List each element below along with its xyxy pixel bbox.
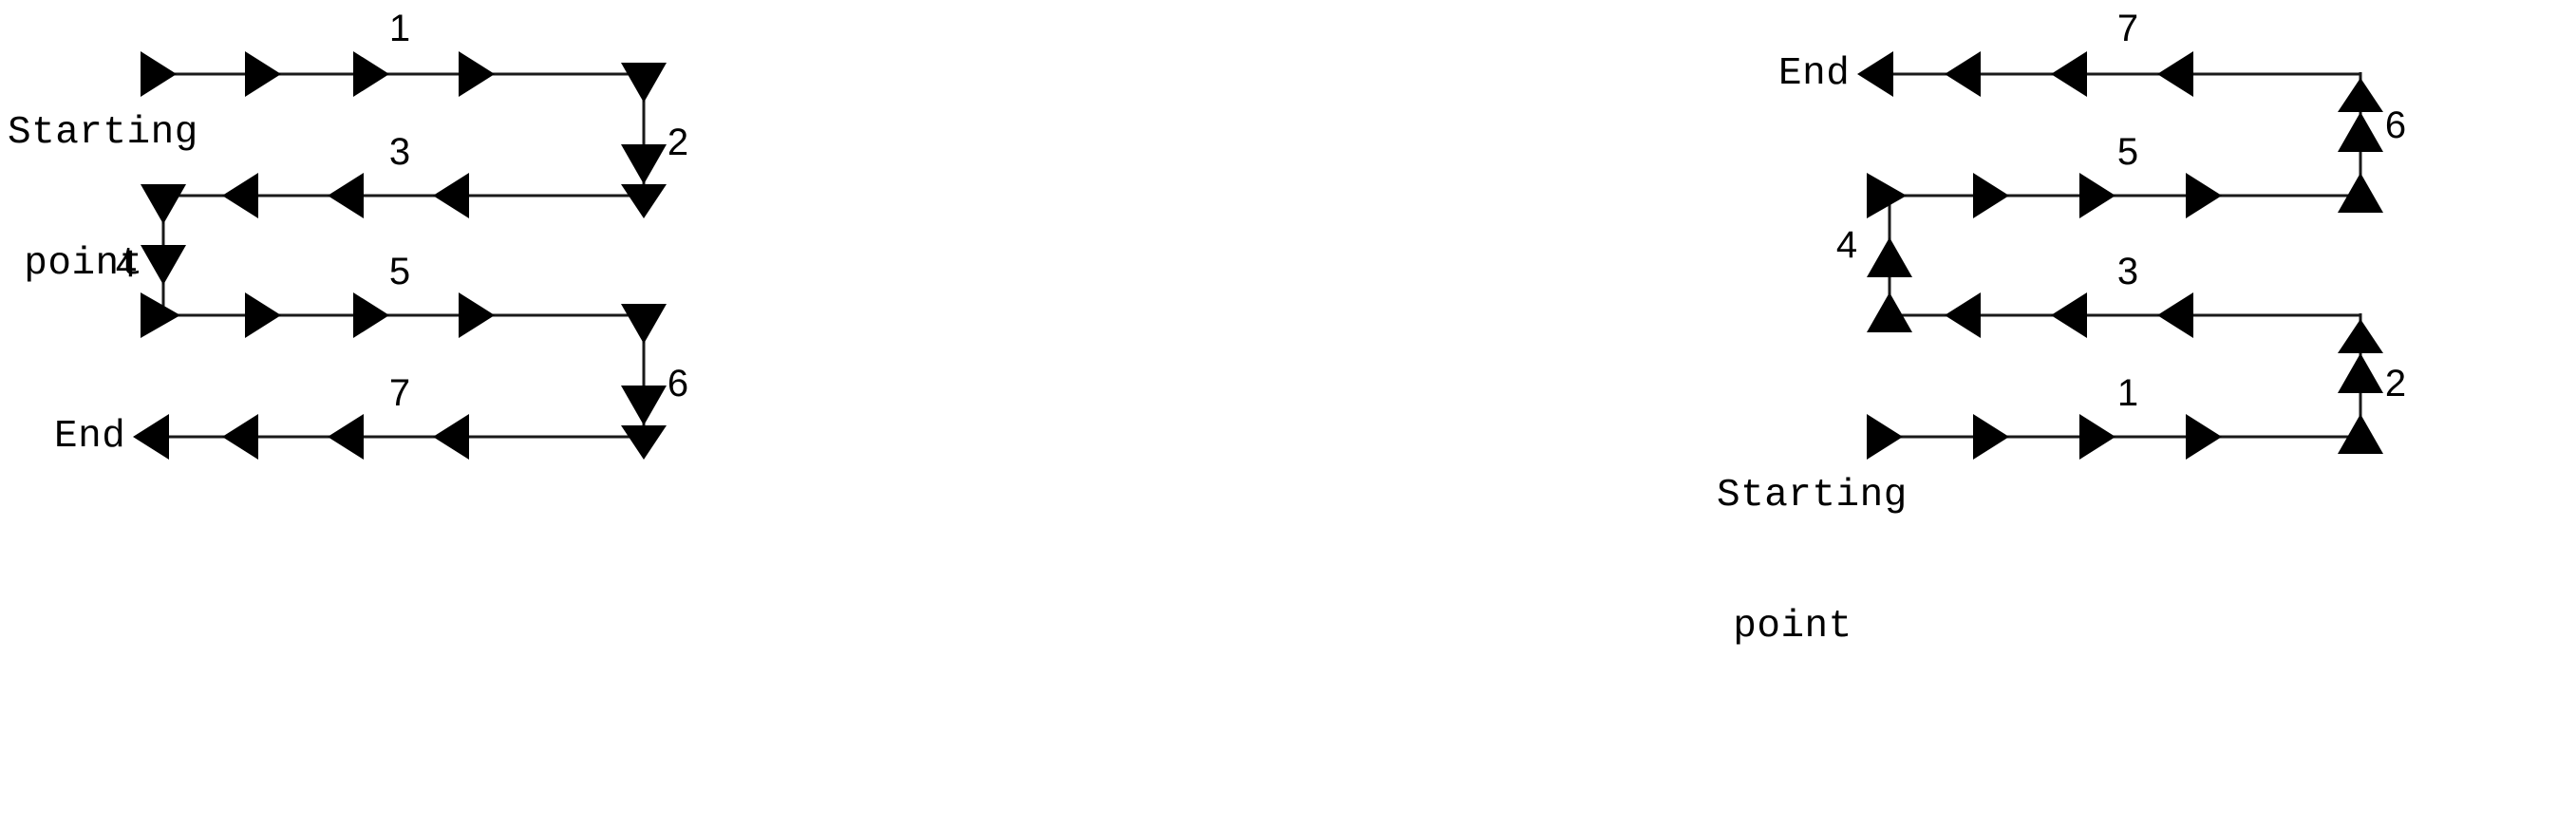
left-segment-4-number: 4 [115, 243, 138, 285]
r-arrowhead-left-s7-b [2051, 51, 2087, 97]
left-segment-5-number: 5 [388, 251, 411, 292]
arrowhead-right-s5-b [353, 292, 389, 338]
right-segment-1-number: 1 [2116, 372, 2139, 414]
arrowhead-right-s1-a [141, 51, 177, 97]
arrowhead-right-s5-corner [141, 292, 180, 338]
r-arrowhead-left-s7-c [1945, 51, 1981, 97]
right-diagram-svg [1857, 51, 2383, 460]
right-segment-4-number: 4 [1835, 224, 1858, 266]
left-starting-point-line2: point [24, 241, 143, 286]
left-segment-7-number: 7 [388, 372, 411, 414]
arrowhead-right-s1-b [245, 51, 281, 97]
right-starting-point-label: Starting point [1717, 387, 1908, 736]
left-segment-3-number: 3 [388, 131, 411, 173]
left-diagram-panel: Starting point End 1 2 3 4 5 6 7 [8, 8, 689, 460]
r-arrowhead-right-s1-d [2186, 414, 2222, 460]
right-segment-6-number: 6 [2384, 104, 2407, 146]
r-arrowhead-up-s4-a [1867, 237, 1912, 277]
arrowhead-down-s2-corner [621, 63, 667, 103]
left-segment-2-number: 2 [667, 122, 689, 163]
right-starting-point-line2: point [1733, 604, 1852, 649]
r-arrowhead-right-s1-a [1867, 414, 1903, 460]
right-end-label: End [1778, 52, 1851, 96]
r-arrowhead-left-s3-c [1945, 292, 1981, 338]
arrowhead-left-s7-c [222, 414, 258, 460]
r-arrowhead-right-s5-corner [1867, 173, 1907, 218]
arrowhead-left-s7-d [133, 414, 169, 460]
arrowhead-down-s2-a [621, 144, 667, 184]
arrowhead-down-s6-corner [621, 304, 667, 344]
arrowhead-left-s3-b [328, 173, 364, 218]
r-arrowhead-left-s7-d [1857, 51, 1893, 97]
r-arrowhead-left-s3-b [2051, 292, 2087, 338]
r-arrowhead-right-s1-b [1973, 414, 2009, 460]
left-starting-point-line1: Starting [8, 110, 198, 155]
left-end-label: End [54, 415, 126, 459]
right-starting-point-line1: Starting [1717, 473, 1908, 518]
arrowhead-down-s6-a [621, 386, 667, 425]
arrowhead-down-s3-corner [621, 184, 667, 218]
right-segment-5-number: 5 [2116, 131, 2139, 173]
r-arrowhead-up-s6-corner [2338, 173, 2383, 213]
left-segment-6-number: 6 [667, 363, 689, 405]
right-segment-2-number: 2 [2384, 363, 2407, 405]
right-segment-7-number: 7 [2116, 8, 2139, 49]
arrowhead-down-s4-a [141, 245, 186, 285]
arrowhead-left-s7-b [328, 414, 364, 460]
r-arrowhead-up-s2-a [2338, 353, 2383, 393]
arrowhead-right-s5-a [245, 292, 281, 338]
r-arrowhead-up-s3-corner [2338, 319, 2383, 353]
r-arrowhead-right-s5-c [2186, 173, 2222, 218]
r-arrowhead-right-s1-c [2079, 414, 2115, 460]
arrowhead-down-s7-corner [621, 425, 667, 460]
r-arrowhead-right-s5-b [2079, 173, 2115, 218]
arrowhead-right-s1-d [459, 51, 495, 97]
r-arrowhead-left-s7-a [2157, 51, 2193, 97]
r-arrowhead-up-s7-corner [2338, 78, 2383, 112]
r-arrowhead-up-s4-corner [1867, 292, 1912, 332]
arrowhead-left-s3-c [222, 173, 258, 218]
right-segment-3-number: 3 [2116, 251, 2139, 292]
right-diagram-panel: End Starting point 1 2 3 4 5 6 7 [1263, 0, 2576, 828]
r-arrowhead-left-s3-a [2157, 292, 2193, 338]
left-starting-point-label: Starting point [8, 25, 198, 373]
arrowhead-left-s7-a [433, 414, 469, 460]
left-diagram-svg [133, 51, 667, 460]
left-segment-1-number: 1 [388, 8, 411, 49]
arrowhead-right-s5-c [459, 292, 495, 338]
left-arrowheads [133, 51, 667, 460]
arrowhead-left-s3-a [433, 173, 469, 218]
r-arrowhead-right-s5-a [1973, 173, 2009, 218]
arrowhead-down-s4-corner [141, 184, 186, 224]
arrowhead-right-s1-c [353, 51, 389, 97]
r-arrowhead-up-s2-corner [2338, 414, 2383, 454]
right-arrowheads [1857, 51, 2383, 460]
r-arrowhead-up-s6-a [2338, 112, 2383, 152]
